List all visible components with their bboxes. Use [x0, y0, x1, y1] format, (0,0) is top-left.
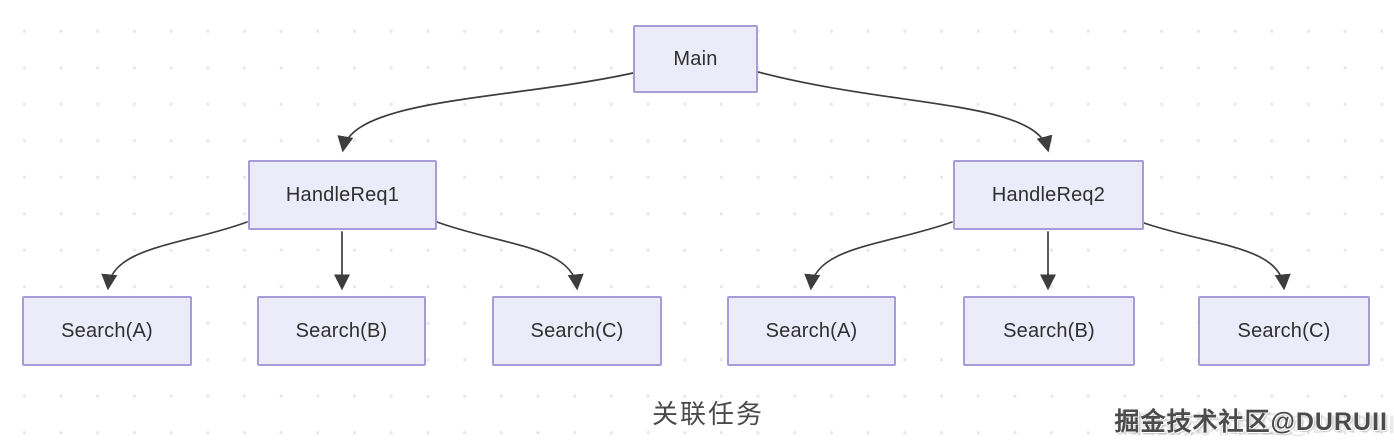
node-handlereq1[interactable]: HandleReq1	[248, 160, 437, 230]
node-handlereq2[interactable]: HandleReq2	[953, 160, 1144, 230]
node-search-c-left[interactable]: Search(C)	[492, 296, 662, 366]
edge-main-handlereq1	[337, 72, 634, 153]
node-search-b-left[interactable]: Search(B)	[257, 296, 426, 366]
diagram-caption: 关联任务	[651, 399, 764, 429]
node-search-b-right[interactable]: Search(B)	[963, 296, 1135, 366]
edge-handlereq2-search-c-right	[1143, 222, 1291, 291]
edge-handlereq1-search-c-left	[436, 221, 584, 291]
node-search-a-right[interactable]: Search(A)	[727, 296, 896, 366]
edge-handlereq2-search-a-right	[804, 221, 953, 291]
watermark-text: 掘金技术社区@DURUII	[1114, 408, 1388, 436]
node-search-c-right[interactable]: Search(C)	[1198, 296, 1370, 366]
edge-main-handlereq2	[757, 71, 1053, 153]
node-search-a-left[interactable]: Search(A)	[22, 296, 192, 366]
edge-handlereq1-search-a-left	[101, 221, 248, 291]
node-main[interactable]: Main	[633, 25, 758, 93]
